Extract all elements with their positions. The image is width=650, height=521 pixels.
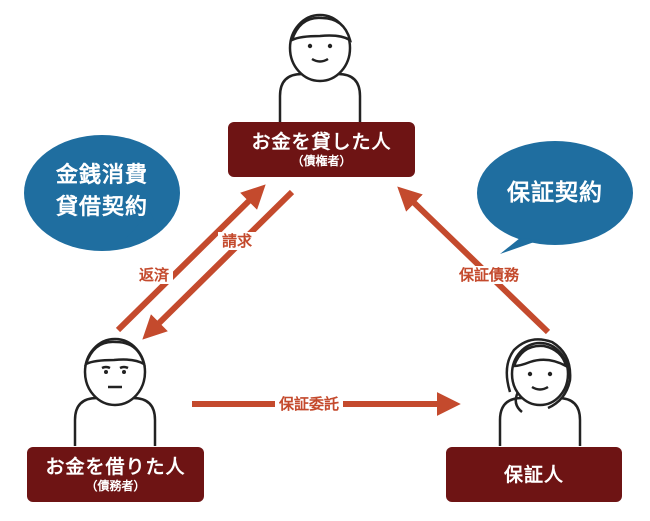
repayment-arrow	[115, 184, 266, 333]
lender-box: お金を貸した人 （債権者）	[228, 122, 415, 177]
guarantee-obligation-arrow	[397, 186, 551, 335]
loan-contract-line1: 金銭消費	[55, 163, 148, 188]
guarantor-box: 保証人	[446, 447, 622, 502]
guarantor-person-icon	[498, 338, 582, 446]
guarantee-entrustment-label: 保証委託	[275, 395, 344, 413]
claim-label: 請求	[218, 232, 257, 250]
loan-contract-text: 金銭消費 貸借契約	[32, 160, 172, 224]
guarantee-obligation-label: 保証債務	[455, 266, 524, 284]
borrower-title: お金を借りた人	[45, 456, 186, 478]
borrower-subtitle: （債務者）	[85, 479, 146, 493]
borrower-box: お金を借りた人 （債務者）	[27, 447, 204, 502]
guarantee-contract-bubble	[477, 141, 633, 254]
loan-contract-line2: 貸借契約	[55, 195, 148, 220]
borrower-person-icon	[73, 337, 157, 446]
lender-person-icon	[278, 13, 362, 122]
lender-subtitle: （債権者）	[291, 154, 352, 168]
loan-contract-bubble	[24, 135, 180, 251]
repayment-label: 返済	[135, 266, 174, 284]
guarantee-contract-text: 保証契約	[507, 180, 603, 206]
claim-arrow	[142, 189, 295, 340]
lender-title: お金を貸した人	[251, 131, 392, 153]
guarantor-title: 保証人	[503, 463, 564, 486]
